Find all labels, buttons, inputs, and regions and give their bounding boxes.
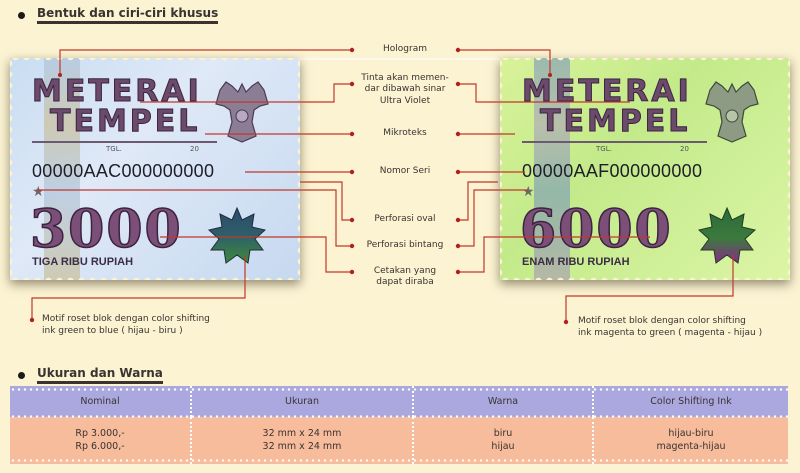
feature-label-serial-number: Nomor Seri xyxy=(379,166,431,176)
table-cell: 32 mm x 24 mm xyxy=(262,440,342,452)
caption-line: ink green to blue ( hijau - biru ) xyxy=(42,326,183,337)
feature-label-star-perforation: Perforasi bintang xyxy=(366,240,444,250)
tgl-label: TGL. xyxy=(596,145,612,153)
rosette-icon xyxy=(697,206,757,264)
caption-line: ink magenta to green ( magenta - hijau ) xyxy=(578,328,763,339)
tgl-label: TGL. xyxy=(106,145,122,153)
motif-caption-6000: Motif roset blok dengan color shifting i… xyxy=(578,315,762,339)
cell-nominal: Rp 3.000,- Rp 6.000,- xyxy=(10,417,190,464)
table-cell: magenta-hijau xyxy=(656,440,726,452)
caption-line: Motif roset blok dengan color shifting xyxy=(42,314,210,324)
label-line: Cetakan yang xyxy=(373,266,437,276)
serial-number: 00000AAC000000000 xyxy=(32,161,215,181)
cell-ukuran: 32 mm x 24 mm 32 mm x 24 mm xyxy=(190,417,412,464)
stamp-value: 6000 xyxy=(519,199,673,260)
label-line: dar dibawah sinar xyxy=(364,84,446,95)
feature-label-tactile-print: Cetakan yang dapat diraba xyxy=(355,266,455,289)
stamp-title-line2: TEMPEL xyxy=(49,104,201,140)
cell-warna: biru hijau xyxy=(412,417,592,464)
stamp-3000: METERAI TEMPEL TGL. 20 00000AAC000000000… xyxy=(10,58,300,280)
table-cell: Rp 6.000,- xyxy=(75,440,125,452)
feature-label-microtext: Mikroteks xyxy=(383,128,427,138)
caption-line: Motif roset blok dengan color shifting xyxy=(578,316,746,326)
label-line: Ultra Violet xyxy=(379,95,431,106)
serial-number: 00000AAF000000000 xyxy=(522,161,703,181)
bullet-icon xyxy=(18,11,25,19)
label-line: Tinta akan memen- xyxy=(361,73,449,83)
table-header-row: Nominal Ukuran Warna Color Shifting Ink xyxy=(10,386,788,418)
table-cell: 32 mm x 24 mm xyxy=(262,428,342,440)
header-warna: Warna xyxy=(412,386,592,417)
size-color-table: Nominal Ukuran Warna Color Shifting Ink … xyxy=(10,386,788,464)
section-title-size: Ukuran dan Warna xyxy=(18,366,163,384)
rosette-icon xyxy=(207,206,267,264)
motif-caption-3000: Motif roset blok dengan color shifting i… xyxy=(42,313,210,337)
header-color-shifting-ink: Color Shifting Ink xyxy=(592,386,788,417)
header-nominal: Nominal xyxy=(80,396,120,407)
feature-label-uv-ink: Tinta akan memen- dar dibawah sinar Ultr… xyxy=(355,73,455,107)
garuda-emblem-icon xyxy=(705,81,759,143)
microtext-rule xyxy=(32,141,217,143)
table-cell: biru xyxy=(493,428,513,440)
table-cell: hijau xyxy=(491,440,515,452)
star-perforation-icon: ★ xyxy=(32,184,45,200)
stamp-value-words: TIGA RIBU RUPIAH xyxy=(32,256,134,268)
table-cell: hijau-biru xyxy=(668,428,714,440)
feature-label-oval-perforation: Perforasi oval xyxy=(374,214,436,224)
header-ukuran: Ukuran xyxy=(190,386,412,417)
star-perforation-icon: ★ xyxy=(522,184,535,200)
garuda-emblem-icon xyxy=(215,81,269,143)
microtext-rule xyxy=(522,141,707,143)
year-label: 20 xyxy=(190,145,199,153)
bullet-icon xyxy=(18,371,25,379)
stamp-value-words: ENAM RIBU RUPIAH xyxy=(522,256,630,268)
stamp-value: 3000 xyxy=(29,199,183,260)
stamp-title-line2: TEMPEL xyxy=(539,104,691,140)
cell-color-shifting-ink: hijau-biru magenta-hijau xyxy=(592,417,788,464)
section-title-shape: Bentuk dan ciri-ciri khusus xyxy=(18,6,219,24)
year-label: 20 xyxy=(680,145,689,153)
table-body: Rp 3.000,- Rp 6.000,- 32 mm x 24 mm 32 m… xyxy=(10,417,788,464)
label-line: dapat diraba xyxy=(376,277,434,288)
table-cell: Rp 3.000,- xyxy=(75,428,125,440)
stamp-6000: METERAI TEMPEL TGL. 20 00000AAF000000000… xyxy=(500,58,790,280)
feature-label-hologram: Hologram xyxy=(383,44,427,54)
